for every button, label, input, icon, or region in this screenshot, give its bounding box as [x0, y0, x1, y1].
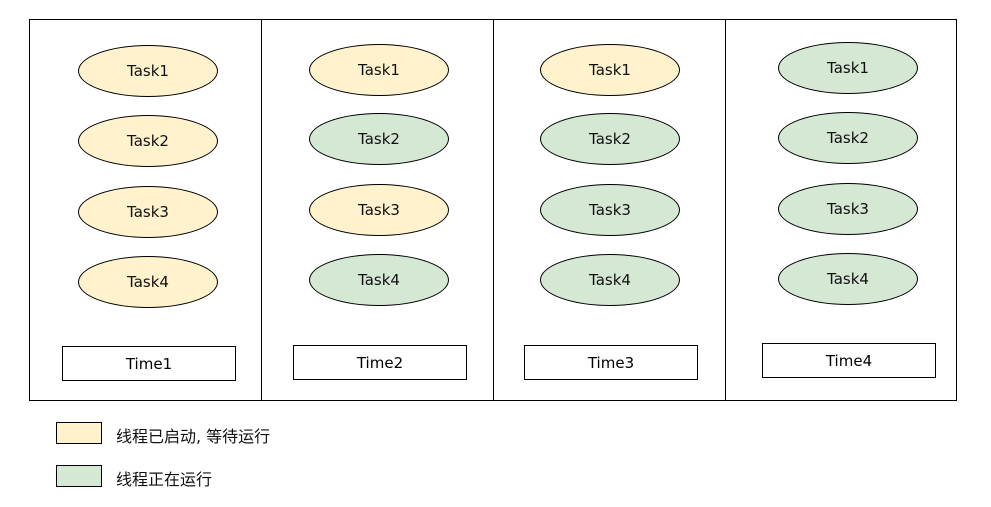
- time-label-box: Time3: [524, 345, 698, 380]
- legend-swatch-running: [56, 465, 102, 487]
- time-column-2: Task1 Task2 Task3 Task4 Time2: [262, 20, 494, 400]
- task-label: Task4: [589, 271, 631, 289]
- task-node: Task1: [540, 44, 680, 96]
- time-column-3: Task1 Task2 Task3 Task4 Time3: [494, 20, 726, 400]
- task-label: Task2: [827, 129, 869, 147]
- task-node: Task2: [778, 112, 918, 164]
- legend-swatch-waiting: [56, 422, 102, 444]
- task-label: Task4: [827, 270, 869, 288]
- task-label: Task3: [358, 201, 400, 219]
- task-label: Task2: [127, 132, 169, 150]
- time-column-4: Task1 Task2 Task3 Task4 Time4: [726, 20, 956, 400]
- task-node: Task4: [540, 254, 680, 306]
- task-label: Task1: [827, 59, 869, 77]
- task-node: Task2: [309, 113, 449, 165]
- task-node: Task4: [778, 253, 918, 305]
- time-label: Time2: [356, 353, 404, 372]
- task-label: Task3: [589, 201, 631, 219]
- task-node: Task4: [309, 254, 449, 306]
- timeline-frame: Task1 Task2 Task3 Task4 Time1 Task1 Task…: [29, 19, 957, 401]
- legend-label-waiting: 线程已启动, 等待运行: [116, 427, 271, 446]
- task-label: Task4: [127, 273, 169, 291]
- task-node: Task1: [309, 44, 449, 96]
- task-node: Task3: [78, 186, 218, 238]
- task-node: Task4: [78, 256, 218, 308]
- task-label: Task1: [127, 62, 169, 80]
- task-node: Task3: [778, 183, 918, 235]
- task-label: Task3: [127, 203, 169, 221]
- time-label-box: Time1: [62, 346, 236, 381]
- time-label: Time4: [825, 351, 873, 370]
- task-node: Task1: [78, 45, 218, 97]
- time-label: Time1: [125, 354, 173, 373]
- task-label: Task1: [589, 61, 631, 79]
- task-label: Task4: [358, 271, 400, 289]
- task-node: Task2: [540, 113, 680, 165]
- task-node: Task2: [78, 115, 218, 167]
- legend-label-running: 线程正在运行: [116, 470, 213, 489]
- time-label-box: Time4: [762, 343, 936, 378]
- task-label: Task2: [589, 130, 631, 148]
- task-node: Task1: [778, 42, 918, 94]
- task-label: Task1: [358, 61, 400, 79]
- time-label: Time3: [587, 353, 635, 372]
- task-label: Task3: [827, 200, 869, 218]
- task-node: Task3: [540, 184, 680, 236]
- task-node: Task3: [309, 184, 449, 236]
- task-label: Task2: [358, 130, 400, 148]
- time-column-1: Task1 Task2 Task3 Task4 Time1: [30, 20, 262, 400]
- time-label-box: Time2: [293, 345, 467, 380]
